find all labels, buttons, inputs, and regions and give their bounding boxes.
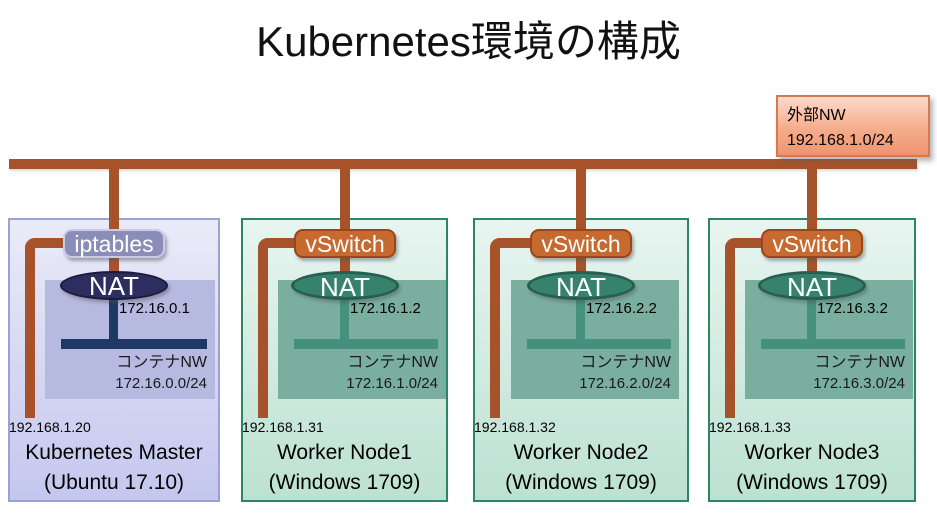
- container-link-line: [340, 296, 349, 349]
- nat-badge: NAT: [291, 271, 399, 301]
- node-os: (Windows 1709): [505, 471, 657, 494]
- host-ip: 192.168.1.20: [9, 419, 91, 435]
- node-name: Worker Node1: [276, 441, 412, 464]
- container-bus-line: [527, 339, 671, 349]
- host-ip: 192.168.1.31: [242, 419, 324, 435]
- uplink-line: [576, 163, 586, 283]
- nat-ip: 172.16.0.1: [119, 300, 190, 317]
- container-link-line: [576, 296, 585, 349]
- node-os: (Windows 1709): [268, 471, 421, 494]
- node-caption: Worker Node2 (Windows 1709): [473, 438, 689, 498]
- node-name: Worker Node3: [744, 441, 880, 464]
- uplink-line: [807, 163, 817, 283]
- node-name: Kubernetes Master: [25, 441, 203, 464]
- container-network-caption: コンテナNW 172.16.3.0/24: [749, 352, 905, 394]
- nat-badge: NAT: [60, 271, 168, 300]
- gateway-label: vSwitch: [761, 229, 863, 258]
- container-bus-line: [294, 339, 438, 349]
- host-nic-line: [725, 238, 772, 418]
- uplink-line: [109, 163, 119, 283]
- node-os: (Ubuntu 17.10): [43, 471, 185, 494]
- nat-badge: NAT: [527, 271, 635, 301]
- external-network-label: 外部NW: [787, 107, 846, 124]
- node-caption: Worker Node3 (Windows 1709): [708, 438, 916, 498]
- container-network-cidr: 172.16.3.0/24: [813, 375, 905, 392]
- container-network-caption: コンテナNW 172.16.2.0/24: [515, 352, 671, 394]
- gateway-label: vSwitch: [530, 229, 632, 258]
- container-network-name: コンテナNW: [347, 354, 438, 371]
- host-ip: 192.168.1.33: [709, 419, 791, 435]
- gateway-label: vSwitch: [294, 229, 396, 258]
- node-caption: Worker Node1 (Windows 1709): [241, 438, 448, 498]
- container-bus-line: [61, 339, 207, 349]
- nat-badge: NAT: [758, 271, 866, 301]
- diagram-title: Kubernetes環境の構成: [256, 18, 681, 65]
- host-nic-line: [258, 238, 305, 418]
- container-network-name: コンテナNW: [116, 354, 207, 371]
- nat-ip: 172.16.2.2: [586, 300, 657, 317]
- external-network-bus-line: [9, 159, 917, 169]
- container-network-name: コンテナNW: [814, 354, 905, 371]
- container-link-line: [807, 296, 816, 349]
- node-name: Worker Node2: [513, 441, 649, 464]
- uplink-line: [340, 163, 350, 283]
- container-network-cidr: 172.16.2.0/24: [579, 375, 671, 392]
- external-network-box: 外部NW 192.168.1.0/24: [776, 95, 930, 157]
- container-network-caption: コンテナNW 172.16.1.0/24: [282, 352, 438, 394]
- gateway-label: iptables: [63, 229, 165, 258]
- container-network-cidr: 172.16.0.0/24: [115, 375, 207, 392]
- host-ip: 192.168.1.32: [474, 419, 556, 435]
- node-os: (Windows 1709): [736, 471, 888, 494]
- container-link-line: [109, 296, 118, 349]
- host-nic-line: [25, 238, 74, 418]
- nat-ip: 172.16.1.2: [350, 300, 421, 317]
- nat-ip: 172.16.3.2: [817, 300, 888, 317]
- container-network-cidr: 172.16.1.0/24: [346, 375, 438, 392]
- container-network-name: コンテナNW: [580, 354, 671, 371]
- container-network-caption: コンテナNW 172.16.0.0/24: [49, 352, 207, 394]
- container-bus-line: [761, 339, 905, 349]
- node-caption: Kubernetes Master (Ubuntu 17.10): [8, 438, 220, 498]
- external-network-cidr: 192.168.1.0/24: [787, 132, 894, 149]
- host-nic-line: [490, 238, 541, 418]
